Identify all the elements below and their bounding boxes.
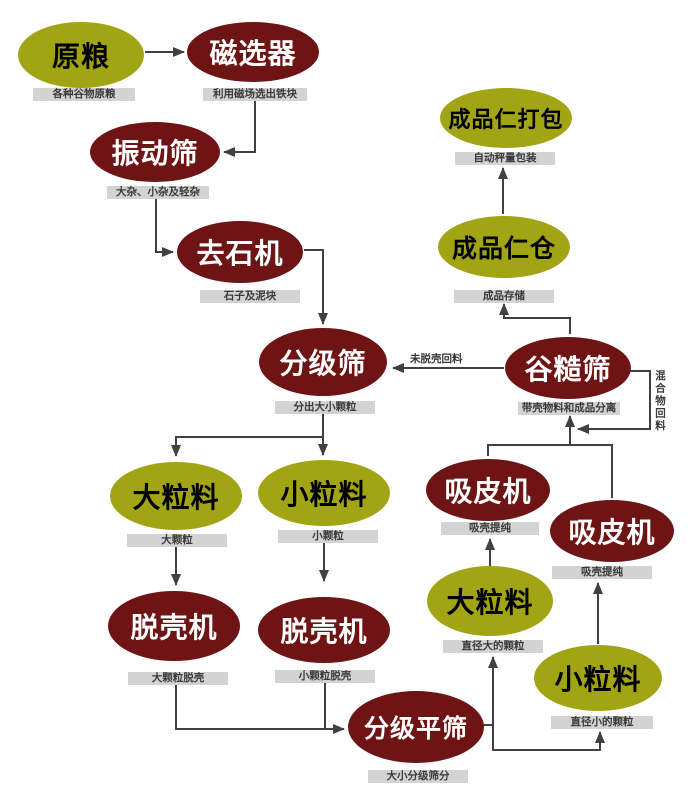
node-fenjipingshai: 分级平筛 (348, 691, 484, 763)
caption-xipiji-left: 吸壳提纯 (441, 522, 539, 535)
node-chengpin-cang-ellipse: 成品仁仓 (438, 216, 570, 278)
edge-hunhewu-loop (577, 370, 651, 434)
caption-gucaoshai: 带壳物料和成品分离 (518, 402, 620, 415)
node-chengpin-cang: 成品仁仓 (438, 216, 570, 278)
node-yuanliang-label: 原粮 (51, 41, 110, 72)
node-xiaoliliao-left-ellipse: 小粒料 (258, 460, 390, 526)
edge-label-weituokehuiliao: 未脱壳回料 (410, 353, 463, 365)
node-xiaoliliao-right-label: 小粒料 (554, 664, 642, 695)
edge-gucaoshai-chengpincang (499, 303, 571, 334)
node-tuokeji-right-ellipse: 脱壳机 (258, 597, 390, 663)
caption-xiaoliliao-left: 小颗粒 (278, 530, 378, 543)
node-chengpin-dabao: 成品仁打包 (440, 88, 572, 148)
node-tuokeji-right-label: 脱壳机 (280, 616, 368, 647)
node-daliliao-right: 大粒料 (427, 566, 553, 636)
caption-tuokeji-left: 大颗粒脱壳 (128, 672, 228, 685)
edge-fenjishai-daliliao-left (171, 436, 323, 457)
node-xiaoliliao-right: 小粒料 (534, 645, 662, 711)
node-xipiji-left-ellipse: 吸皮机 (426, 459, 550, 521)
node-zhendongshai-label: 振动筛 (111, 138, 199, 169)
node-gucaoshai-label: 谷糙筛 (524, 354, 612, 385)
node-xiaoliliao-left-label: 小粒料 (280, 479, 368, 510)
node-daliliao-left-ellipse: 大粒料 (110, 462, 242, 530)
edge-zhendongshai-qushiji (155, 199, 174, 257)
caption-fenjipingshai: 大小分级筛分 (368, 770, 468, 783)
node-zhendongshai-ellipse: 振动筛 (90, 122, 220, 182)
node-xiaoliliao-right-ellipse: 小粒料 (534, 645, 662, 711)
caption-tuokeji-right: 小颗粒脱壳 (275, 670, 375, 683)
node-fenjishai-ellipse: 分级筛 (259, 328, 387, 396)
node-xipiji-right-label: 吸皮机 (568, 517, 656, 548)
node-fenjipingshai-ellipse: 分级平筛 (348, 691, 484, 763)
edge-xipiji-collector (487, 444, 613, 498)
edge-tuokeji-left-fenjipingshai (175, 685, 345, 734)
node-fenjishai-label: 分级筛 (279, 348, 367, 379)
node-qushiji: 去石机 (177, 221, 303, 283)
edge-qushiji-fenjishai (304, 249, 328, 325)
node-daliliao-left-label: 大粒料 (132, 482, 220, 513)
node-yuanliang-ellipse: 原粮 (18, 22, 144, 88)
node-xipiji-right: 吸皮机 (550, 500, 674, 562)
caption-daliliao-left: 大颗粒 (127, 534, 227, 547)
edge-cixuanqi-zhendongshai (223, 101, 256, 157)
caption-yuanliang: 各种谷物原粮 (33, 88, 135, 101)
node-daliliao-right-label: 大粒料 (446, 587, 534, 618)
caption-cixuanqi: 利用磁场选出铁块 (203, 88, 307, 101)
node-fenjishai: 分级筛 (259, 328, 387, 396)
caption-zhendongshai: 大杂、小杂及轻杂 (107, 186, 209, 199)
caption-qushiji: 石子及泥块 (200, 290, 300, 303)
caption-fenjishai: 分出大小颗粒 (275, 401, 375, 414)
node-chengpin-dabao-ellipse: 成品仁打包 (440, 88, 572, 148)
node-xipiji-left-label: 吸皮机 (444, 476, 532, 507)
caption-chengpin-cang: 成品存储 (454, 290, 554, 303)
node-tuokeji-left: 脱壳机 (108, 591, 240, 661)
node-daliliao-left: 大粒料 (110, 462, 242, 530)
node-tuokeji-left-label: 脱壳机 (130, 612, 218, 643)
node-gucaoshai: 谷糙筛 (505, 337, 631, 399)
node-gucaoshai-ellipse: 谷糙筛 (505, 337, 631, 399)
node-chengpin-dabao-label: 成品仁打包 (448, 107, 564, 132)
node-qushiji-ellipse: 去石机 (177, 221, 303, 283)
node-fenjipingshai-label: 分级平筛 (363, 715, 468, 743)
node-chengpin-cang-label: 成品仁仓 (451, 235, 556, 263)
edge-fenjipingshai-xiaoliliao-right (493, 731, 605, 751)
caption-xipiji-right: 吸壳提纯 (552, 566, 652, 579)
node-qushiji-label: 去石机 (196, 238, 284, 269)
edge-label-hunhewuhuiliao: 混合物回料 (654, 370, 666, 433)
node-tuokeji-right: 脱壳机 (258, 597, 390, 663)
node-cixuanqi-label: 磁选器 (209, 38, 297, 69)
node-yuanliang: 原粮 (18, 22, 144, 88)
node-zhendongshai: 振动筛 (90, 122, 220, 182)
node-tuokeji-left-ellipse: 脱壳机 (108, 591, 240, 661)
caption-chengpin-dabao: 自动秤量包装 (455, 152, 555, 165)
node-xipiji-right-ellipse: 吸皮机 (550, 500, 674, 562)
caption-daliliao-right: 直径大的颗粒 (443, 640, 543, 653)
node-xipiji-left: 吸皮机 (426, 459, 550, 521)
node-cixuanqi-ellipse: 磁选器 (187, 22, 319, 82)
caption-xiaoliliao-right: 直径小的颗粒 (551, 716, 653, 729)
node-cixuanqi: 磁选器 (187, 22, 319, 82)
node-xiaoliliao-left: 小粒料 (258, 460, 390, 526)
node-daliliao-right-ellipse: 大粒料 (427, 566, 553, 636)
